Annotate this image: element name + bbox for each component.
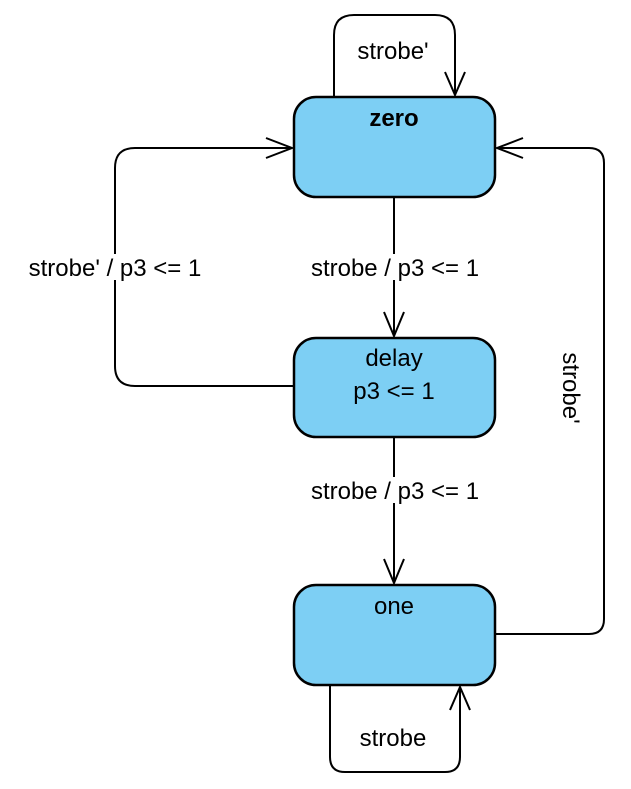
- label-one-self: strobe: [360, 725, 427, 752]
- label-zero-delay: strobe / p3 <= 1: [311, 255, 479, 282]
- label-one-zero: strobe': [557, 352, 584, 423]
- edge-zero-self: [333, 14, 466, 98]
- state-zero-label: zero: [369, 105, 418, 132]
- state-delay-label: delay: [365, 345, 422, 372]
- edge-delay-one: [383, 437, 405, 586]
- arrowhead-icon: [494, 137, 524, 159]
- state-one-label: one: [374, 593, 414, 620]
- edge-one-zero: [494, 137, 605, 635]
- state-delay: delay p3 <= 1: [292, 336, 497, 439]
- label-delay-zero: strobe' / p3 <= 1: [29, 255, 202, 282]
- state-zero: zero: [292, 95, 497, 199]
- state-delay-action: p3 <= 1: [353, 378, 434, 405]
- arrowhead-icon: [383, 558, 405, 586]
- edge-one-self: [329, 684, 471, 773]
- arrowhead-icon: [449, 684, 471, 711]
- label-zero-self: strobe': [357, 38, 428, 65]
- arrowhead-icon: [444, 71, 466, 98]
- arrowhead-icon: [265, 137, 295, 159]
- state-one: one: [292, 583, 497, 687]
- label-delay-one: strobe / p3 <= 1: [311, 478, 479, 505]
- arrowhead-icon: [383, 311, 405, 339]
